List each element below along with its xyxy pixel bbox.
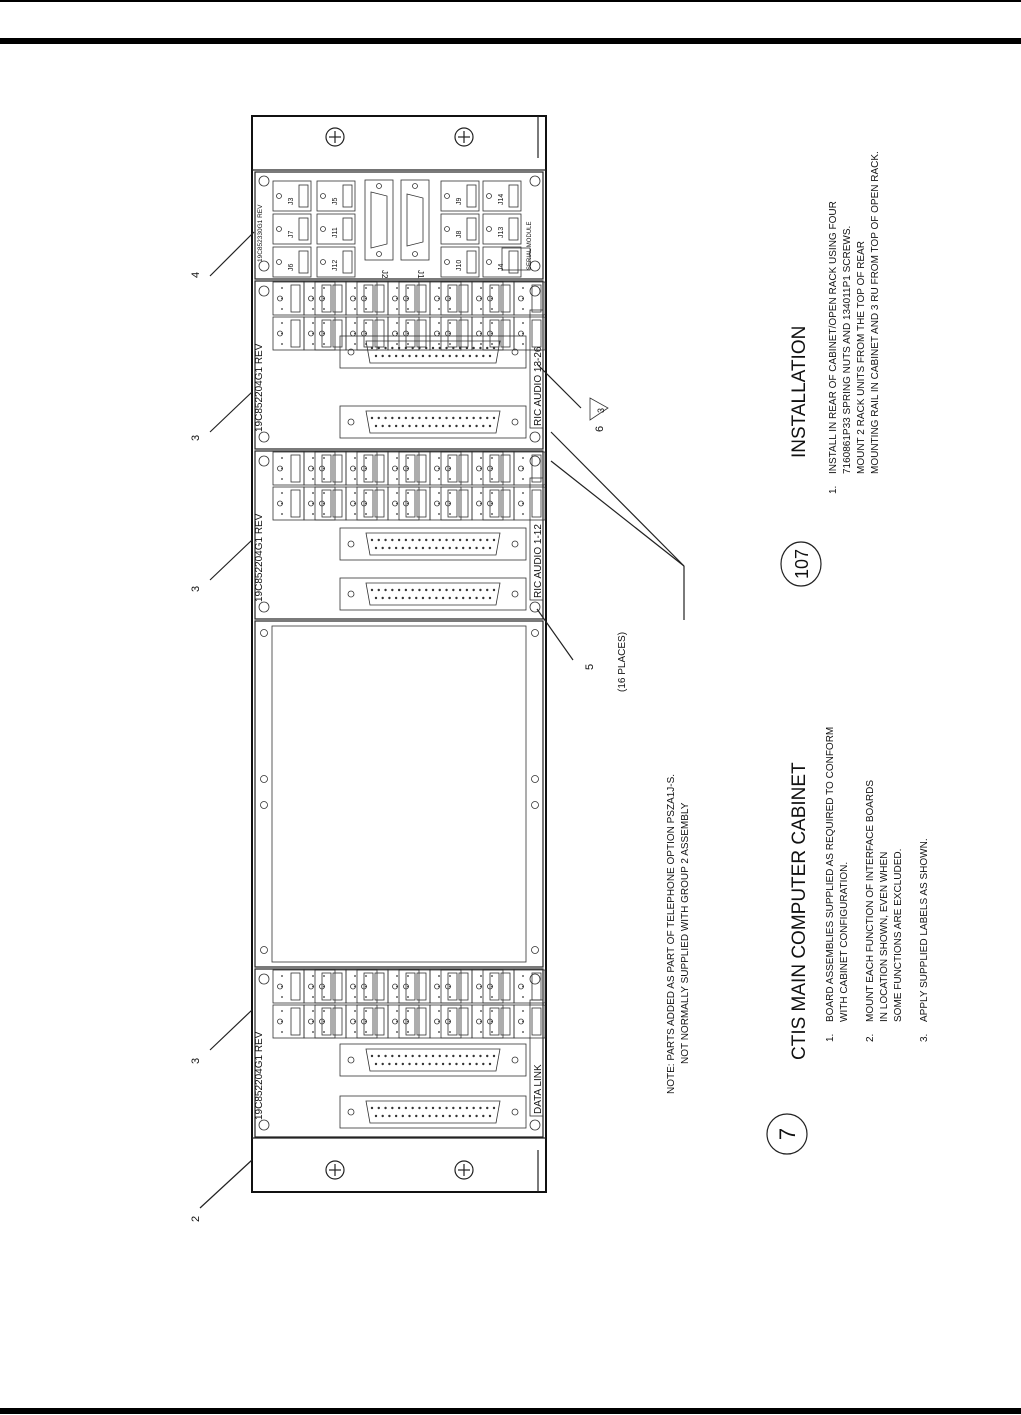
callout-6-flag	[589, 397, 609, 421]
note-item-number: 2.	[865, 1034, 876, 1042]
top-thin-rule	[0, 0, 1021, 2]
callout-5-note: (16 PLACES)	[617, 632, 628, 692]
serial-module-panel	[254, 171, 544, 280]
serial-jack-label: J9	[456, 198, 463, 206]
note-item-number: 3.	[919, 1034, 930, 1042]
callout-3-ric-1-12: 3	[190, 586, 202, 592]
cabinet-number: 7	[775, 1128, 800, 1140]
serial-jack-label: J10	[456, 260, 463, 271]
data-link-part-number: 19C852204G1 REV	[254, 1031, 265, 1120]
serial-jack-label: J6	[288, 264, 295, 272]
callout-4: 4	[190, 272, 202, 278]
note-item-line: WITH CABINET CONFIGURATION.	[839, 862, 850, 1022]
note-item-line: IN LOCATION SHOWN, EVEN WHEN	[879, 852, 890, 1022]
serial-module-label: SERIAL MODULE	[527, 222, 533, 270]
j2-label: J2	[380, 270, 389, 279]
callout-5: 5	[584, 664, 596, 670]
serial-jack-label: J14	[498, 194, 505, 205]
note-item-line: MOUNT 2 RACK UNITS FROM THE TOP OF REAR	[856, 241, 867, 474]
callout-6-flag-number: 3	[596, 408, 606, 413]
note-item-line: SOME FUNCTIONS ARE EXCLUDED.	[893, 849, 904, 1022]
installation-number-bubble: 107	[780, 541, 822, 587]
cabinet-number-bubble: 7	[766, 1113, 808, 1155]
note-item-line: BOARD ASSEMBLIES SUPPLIED AS REQUIRED TO…	[825, 727, 836, 1022]
callout-3-ric-13-26: 3	[190, 435, 202, 441]
serial-jack-label: J11	[332, 227, 339, 238]
cabinet-notes: 1. BOARD ASSEMBLIES SUPPLIED AS REQUIRED …	[825, 727, 930, 1042]
ric-1-12-part-number: 19C852204G1 REV	[254, 513, 265, 602]
serial-jack-label: J13	[498, 227, 505, 238]
callout-2: 2	[190, 1216, 202, 1222]
callout-6: 6	[594, 426, 606, 432]
note-item-line: APPLY SUPPLIED LABELS AS SHOWN.	[919, 838, 930, 1022]
rack-screw-top-left	[325, 127, 345, 147]
serial-connector-j1: J1	[400, 179, 430, 279]
ric-audio-1-12-label: RIC AUDIO 1-12	[533, 524, 544, 598]
rack-outline	[251, 115, 547, 1193]
callout-3-data-link: 3	[190, 1058, 202, 1064]
serial-part-number: 19C852330G1 REV	[257, 204, 264, 262]
serial-jack-label: J3	[288, 198, 295, 206]
installation-notes: 1. INSTALL IN REAR OF CABINET/OPEN RACK U…	[828, 151, 881, 494]
rack-screw-bottom-left	[325, 1160, 345, 1180]
note-item-line: MOUNTING RAIL IN CABINET AND 3 RU FROM T…	[870, 151, 881, 474]
data-link-label: DATA LINK	[533, 1064, 544, 1114]
note-item-number: 1.	[825, 1034, 836, 1042]
j1-label: J1	[416, 270, 425, 279]
cabinet-title: CTIS MAIN COMPUTER CABINET	[789, 762, 810, 1060]
note-item-line: 7160861P33 SPRING NUTS AND 134011P1 SCRE…	[842, 226, 853, 474]
installation-title: INSTALLATION	[789, 326, 810, 458]
serial-connector-j2: J2	[364, 179, 394, 279]
ric-13-26-part-number: 19C852204G1 REV	[254, 343, 265, 432]
top-thick-rule	[0, 38, 1021, 44]
note-line-2: NOT NORMALLY SUPPLIED WITH GROUP 2 ASSEM…	[680, 802, 691, 1064]
installation-number: 107	[792, 549, 812, 579]
serial-jack-label: J7	[288, 231, 295, 239]
note-item-line: MOUNT EACH FUNCTION OF INTERFACE BOARDS	[865, 780, 876, 1022]
rack-screw-top-right	[454, 127, 474, 147]
blank-panel	[254, 620, 544, 968]
note-item-number: 1.	[828, 486, 839, 494]
note-item-line: INSTALL IN REAR OF CABINET/OPEN RACK USI…	[828, 201, 839, 474]
serial-jack-label: J12	[332, 260, 339, 271]
rack-screw-bottom-right	[454, 1160, 474, 1180]
serial-jack-label: J4	[498, 264, 505, 272]
serial-jack-label: J5	[332, 198, 339, 206]
ric-audio-13-26-label: RIC AUDIO 13-26	[533, 346, 544, 426]
bottom-thick-rule	[0, 1408, 1021, 1414]
note-line-1: NOTE: PARTS ADDED AS PART OF TELEPHONE O…	[666, 774, 677, 1094]
serial-jack-label: J8	[456, 231, 463, 239]
